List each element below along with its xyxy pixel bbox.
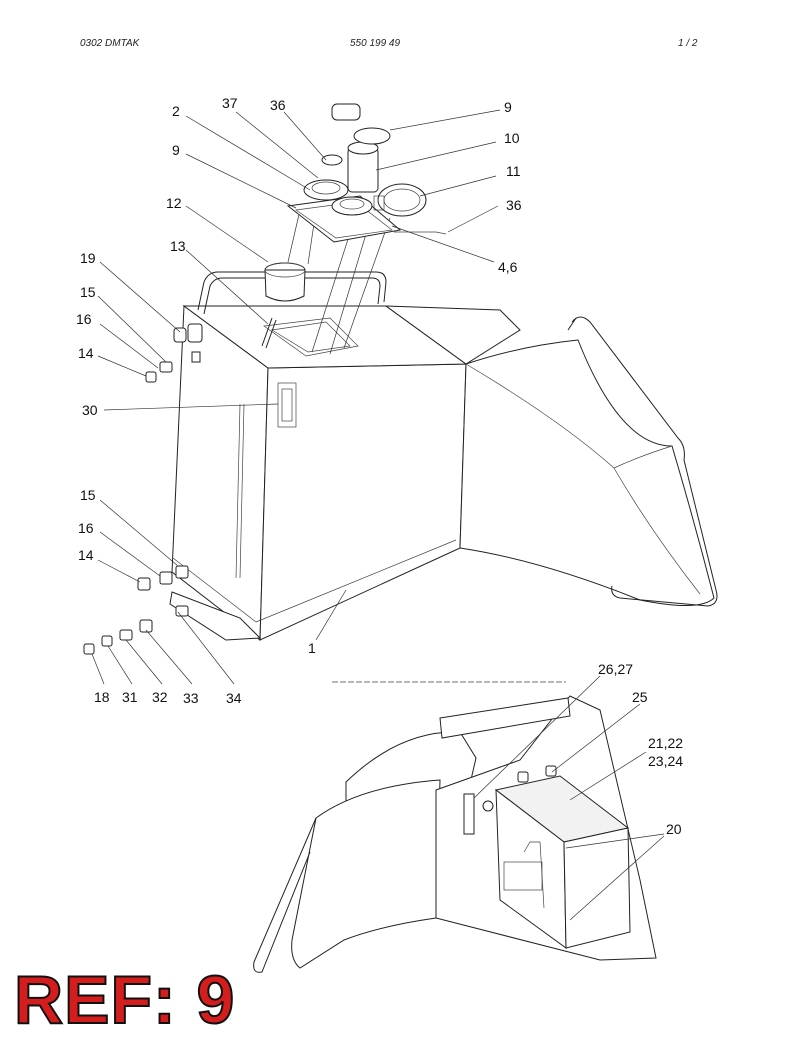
- callout-10: 10: [504, 130, 520, 146]
- callout-12: 12: [166, 195, 182, 211]
- cap-9: [353, 127, 391, 145]
- callout-14: 14: [78, 547, 94, 563]
- callout-15: 15: [80, 487, 96, 503]
- callout-33: 33: [183, 690, 199, 706]
- callout-26-27: 26,27: [598, 661, 633, 677]
- battery-box-front: [563, 827, 631, 949]
- callout-19: 19: [80, 250, 96, 266]
- callout-9: 9: [172, 142, 180, 158]
- bracket-26: [463, 793, 475, 835]
- callout-labels: 2 37 36 9 10 11 36 9 12 4,6 13 19 15 16 …: [76, 95, 683, 837]
- top-cap-37: [331, 103, 361, 121]
- tank-front-face: [259, 363, 467, 641]
- callout-11: 11: [506, 163, 521, 179]
- adapter-ring: [303, 179, 349, 201]
- leader-lines: [91, 109, 665, 921]
- fitting-19: [173, 327, 187, 343]
- header-page-number: 1 / 2: [678, 38, 698, 49]
- filler-cap: [264, 269, 306, 302]
- callout-30: 30: [82, 402, 98, 418]
- lower-chute-side: [291, 779, 441, 969]
- fitting-14: [145, 371, 157, 383]
- ref-label: REF: 9: [13, 962, 236, 1038]
- filler-flange: [263, 317, 359, 357]
- callout-2: 2: [172, 103, 180, 119]
- callout-15: 15: [80, 284, 96, 300]
- discharge-chute: [459, 339, 715, 607]
- callout-9: 9: [504, 99, 512, 115]
- callout-25: 25: [632, 689, 648, 705]
- chute-top: [384, 305, 521, 365]
- callout-16: 16: [78, 520, 94, 536]
- callout-14: 14: [78, 345, 94, 361]
- header-part-number: 550 199 49: [350, 38, 401, 49]
- callout-13: 13: [170, 238, 186, 254]
- callout-18: 18: [94, 689, 110, 705]
- callout-4-6: 4,6: [498, 259, 518, 275]
- header-doc-code: 0302 DMTAK: [80, 38, 140, 49]
- callout-31: 31: [122, 689, 138, 705]
- callout-36: 36: [506, 197, 522, 213]
- callout-21-22: 21,22: [648, 735, 683, 751]
- mount-bracket: [169, 591, 262, 641]
- callout-16: 16: [76, 311, 92, 327]
- hopper-assembly: [83, 103, 718, 655]
- callout-37: 37: [222, 95, 238, 111]
- callout-20: 20: [666, 821, 682, 837]
- lower-view-assembly: [253, 681, 657, 973]
- strainer: [347, 147, 379, 193]
- callout-36: 36: [270, 97, 286, 113]
- lower-top-rail: [439, 697, 571, 739]
- sight-window: [277, 382, 297, 428]
- callout-23-24: 23,24: [648, 753, 683, 769]
- callout-34: 34: [226, 690, 242, 706]
- callout-1: 1: [308, 640, 316, 656]
- callout-32: 32: [152, 689, 168, 705]
